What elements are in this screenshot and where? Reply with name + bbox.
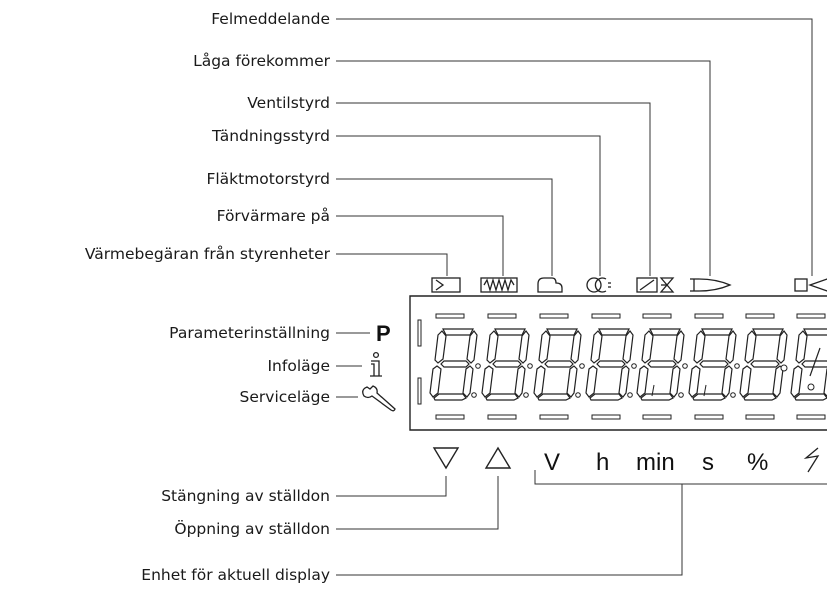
valve-icon (636, 277, 675, 293)
flow-icon (803, 447, 820, 473)
label-flaktmotorstyrd: Fläktmotorstyrd (206, 170, 330, 188)
label-forvarmare: Förvärmare på (216, 207, 330, 225)
label-laga-forekommer: Låga förekommer (193, 52, 330, 70)
param-symbol: P (376, 321, 391, 346)
indicator-bar-top (417, 319, 422, 347)
unit-percent: % (747, 449, 768, 476)
wrench-icon (362, 385, 396, 412)
label-oppning: Öppning av ställdon (174, 520, 330, 538)
error-icon (794, 278, 827, 292)
heat-request-icon (431, 277, 461, 293)
unit-min: min (636, 449, 675, 476)
unit-s: s (702, 449, 714, 476)
segment-digits (429, 328, 827, 401)
fan-icon (537, 277, 563, 293)
unit-v: V (544, 449, 560, 476)
label-enhet: Enhet för aktuell display (141, 566, 330, 584)
display-dashes (435, 313, 826, 420)
label-tandningsstyrd: Tändningsstyrd (212, 127, 330, 145)
flame-icon (690, 278, 732, 292)
decimal-dots (471, 363, 815, 398)
unit-h: h (596, 449, 609, 476)
label-parameterinstallning: Parameterinställning (169, 324, 330, 342)
open-triangle-icon (484, 446, 512, 469)
display-frame (409, 295, 827, 431)
label-felmeddelande: Felmeddelande (211, 10, 330, 28)
ignition-icon (586, 277, 611, 293)
indicator-bar-bottom (417, 377, 422, 405)
label-servicelage: Serviceläge (239, 388, 330, 406)
label-varmebegaran: Värmebegäran från styrenheter (84, 245, 330, 263)
close-triangle-icon (432, 447, 460, 470)
info-icon (370, 351, 382, 377)
label-stangning: Stängning av ställdon (161, 487, 330, 505)
leader-lines (336, 18, 827, 576)
label-ventilstyrd: Ventilstyrd (247, 94, 330, 112)
label-infolage: Infoläge (267, 357, 330, 375)
preheater-icon (480, 277, 518, 293)
